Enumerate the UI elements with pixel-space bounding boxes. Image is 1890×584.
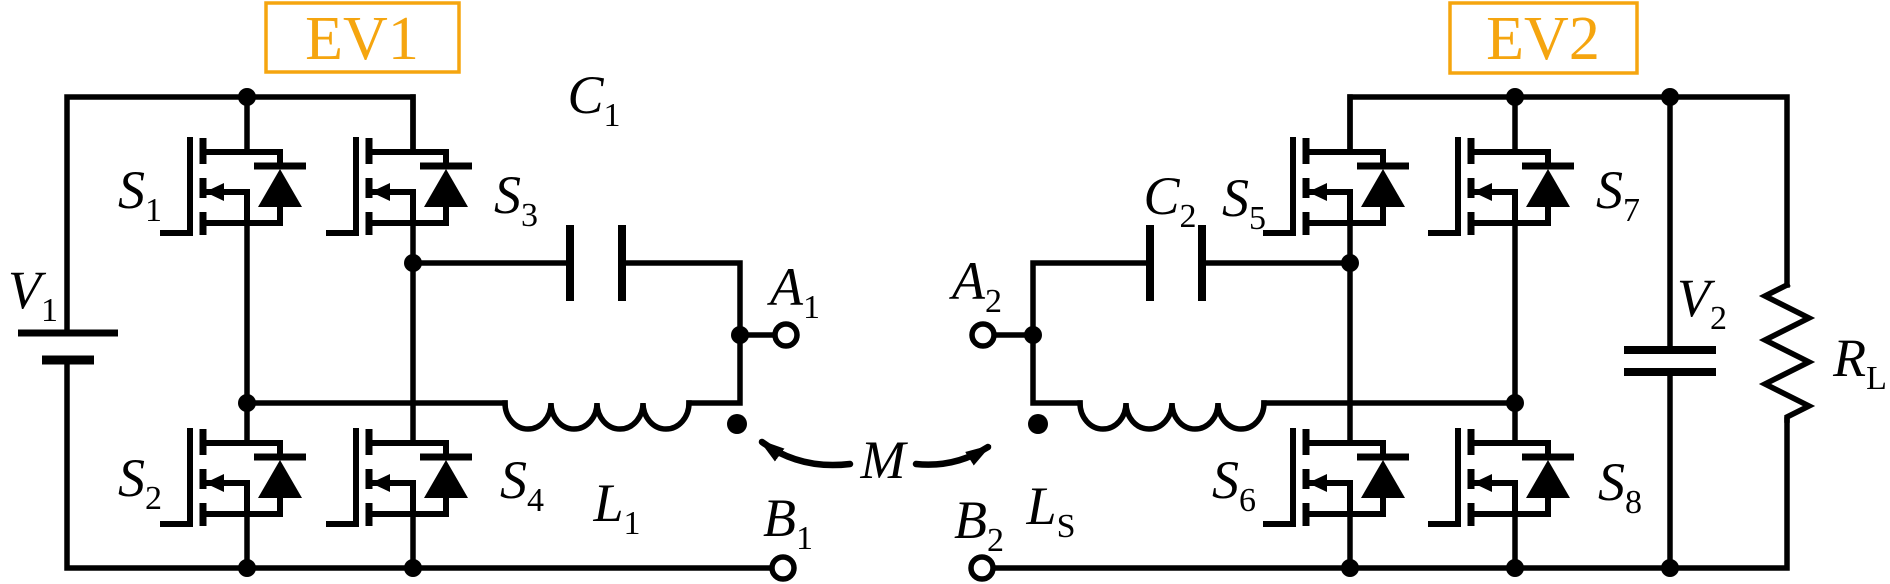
resistor-rl-zigzag xyxy=(1758,281,1816,423)
junction-dot xyxy=(1661,88,1679,106)
label-s8: S8 xyxy=(1598,452,1642,521)
badge-ev2-label: EV2 xyxy=(1486,5,1600,73)
junction-dot xyxy=(1506,559,1524,577)
junction-dot xyxy=(1024,326,1042,344)
mosfet-s4 xyxy=(329,429,472,526)
ev2-bottom-rail xyxy=(990,417,1790,571)
label-s1: S1 xyxy=(118,160,162,229)
label-c2: C2 xyxy=(1143,166,1196,235)
label-s3: S3 xyxy=(494,165,538,234)
ev1-bottom-rail xyxy=(64,360,775,571)
mosfet-s7 xyxy=(1431,138,1574,235)
badge-ev1-frame xyxy=(264,1,461,74)
ev2-converter xyxy=(968,88,1816,582)
inductor-ls-coil xyxy=(1077,400,1267,432)
junction-dot xyxy=(238,394,256,412)
junction-dot xyxy=(1661,559,1679,577)
terminal-b2 xyxy=(968,554,996,582)
label-s7: S7 xyxy=(1596,160,1640,229)
label-v2: V2 xyxy=(1677,268,1727,337)
mosfet-s6 xyxy=(1266,429,1409,526)
junction-dot xyxy=(1506,394,1524,412)
junction-dot xyxy=(1341,254,1359,272)
ev2-top-rail xyxy=(1347,94,1790,288)
label-s6: S6 xyxy=(1212,450,1256,519)
mosfet-s8 xyxy=(1431,429,1574,526)
badge-ev2-frame xyxy=(1448,1,1639,75)
coupling-polarity-dot-ls xyxy=(1028,414,1048,434)
label-c1: C1 xyxy=(567,65,620,134)
mutual-arrow-right xyxy=(912,443,992,468)
label-l1: L1 xyxy=(592,473,640,542)
label-m: M xyxy=(860,430,909,490)
mutual-arrow-left xyxy=(758,438,854,469)
mosfet-s2 xyxy=(163,429,306,526)
terminal-a1 xyxy=(772,321,800,349)
junction-dot xyxy=(238,88,256,106)
component-labels: V1 S1 S2 S3 S4 C1 A1 L1 B1 M A2 B2 C2 S5… xyxy=(8,65,1887,559)
label-b2: B2 xyxy=(954,490,1004,559)
c2-wiring xyxy=(991,260,1353,406)
coupling-polarity-dot-l1 xyxy=(727,414,747,434)
c1-wiring xyxy=(410,260,778,406)
badge-ev1: EV1 xyxy=(264,1,461,74)
label-b1: B1 xyxy=(763,488,813,557)
mosfet-s5 xyxy=(1266,138,1409,235)
inductor-l1-coil xyxy=(502,400,692,432)
junction-dot xyxy=(1341,559,1359,577)
junction-dot xyxy=(238,559,256,577)
label-s5: S5 xyxy=(1222,168,1266,237)
label-v1: V1 xyxy=(8,260,58,329)
mosfet-s3 xyxy=(329,138,472,235)
label-ls: LS xyxy=(1026,476,1076,545)
badge-ev2: EV2 xyxy=(1448,1,1639,75)
junction-dot xyxy=(1506,88,1524,106)
label-rl: RL xyxy=(1832,328,1887,397)
label-s2: S2 xyxy=(118,448,162,517)
terminal-a2 xyxy=(969,321,997,349)
badge-ev1-label: EV1 xyxy=(305,5,419,73)
ev1-converter xyxy=(18,88,800,582)
mutual-coupling xyxy=(727,414,1048,469)
label-a2: A2 xyxy=(949,251,1002,320)
label-a1: A1 xyxy=(767,257,820,326)
mosfet-s1 xyxy=(163,138,306,235)
terminal-b1 xyxy=(769,554,797,582)
junction-dot xyxy=(404,559,422,577)
junction-dot xyxy=(404,254,422,272)
label-s4: S4 xyxy=(500,450,544,519)
junction-dot xyxy=(731,326,749,344)
